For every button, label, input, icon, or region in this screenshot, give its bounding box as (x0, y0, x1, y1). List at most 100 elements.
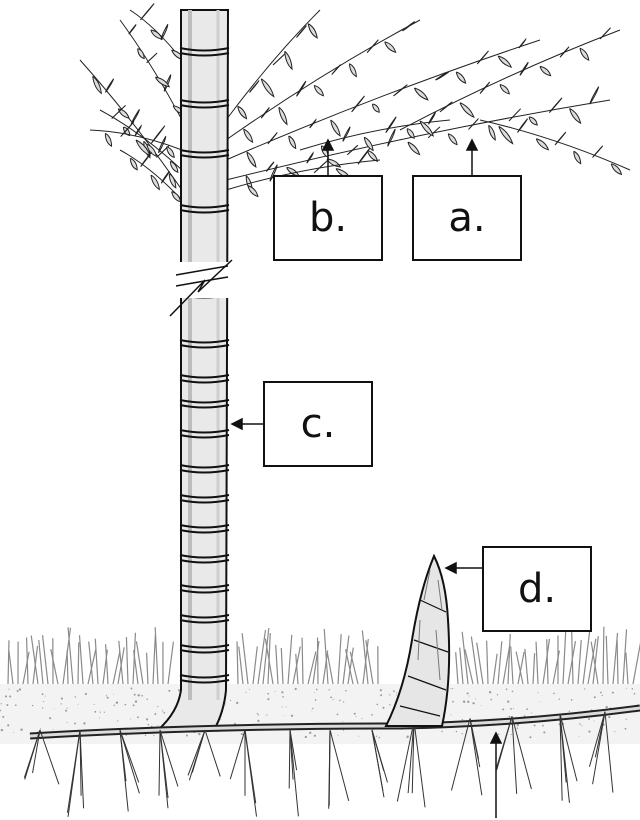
soil-grain (133, 704, 135, 706)
soil-grain (579, 723, 580, 724)
soil-grain (113, 694, 114, 695)
soil-grain (380, 694, 382, 696)
soil-grain (168, 690, 170, 692)
leaf (248, 186, 258, 197)
soil-grain (186, 735, 188, 737)
soil-grain (257, 713, 258, 714)
grass-blade (518, 652, 524, 684)
label-b-text: b. (309, 195, 347, 241)
label-box-b: b. (273, 175, 383, 261)
leaf (480, 82, 490, 94)
soil-grain (462, 719, 463, 720)
soil-grain (249, 689, 250, 690)
soil-grain (553, 693, 555, 695)
soil-grain (155, 713, 156, 714)
grass-blade (536, 642, 538, 684)
leaf (297, 26, 307, 38)
leaf (460, 103, 474, 117)
soil-grain (74, 723, 76, 725)
leaf (349, 64, 356, 77)
soil-grain (452, 701, 454, 703)
branch (100, 110, 182, 170)
soil-grain (625, 728, 627, 730)
leaf (448, 134, 457, 145)
leaf (420, 121, 433, 136)
soil-grain (481, 705, 482, 706)
leaf (549, 98, 562, 113)
soil-grain (490, 699, 492, 701)
leaf (279, 107, 287, 124)
leaf (414, 88, 427, 100)
grass-blade (460, 648, 463, 684)
grass-blade (493, 654, 497, 684)
grass-blade (633, 641, 640, 684)
soil-grain (67, 722, 68, 723)
branch (226, 40, 540, 160)
soil-grain (571, 699, 573, 701)
leaf (129, 25, 136, 35)
soil-grain (337, 714, 339, 716)
soil-grain (371, 714, 373, 716)
soil-grain (540, 702, 541, 703)
soil-grain (7, 724, 9, 726)
soil-grain (511, 734, 512, 735)
soil-grain (507, 700, 509, 702)
label-d-text: d. (518, 566, 556, 612)
soil-grain (526, 708, 528, 710)
soil-grain (606, 706, 608, 708)
leaf (261, 107, 269, 118)
soil-grain (2, 716, 4, 718)
leaf (367, 151, 377, 162)
soil-grain (43, 701, 44, 702)
leaf (590, 87, 599, 105)
grass-blade (153, 635, 155, 684)
soil-grain (17, 690, 19, 692)
grass-blade (31, 636, 38, 684)
soil-grain (396, 695, 397, 696)
soil-grain (32, 705, 33, 706)
soil-grain (382, 707, 384, 709)
leaf (343, 127, 350, 142)
soil-grain (497, 694, 498, 695)
grass-blade (362, 630, 368, 684)
grass-blade (547, 639, 548, 684)
soil-grain (510, 708, 512, 710)
soil-grain (54, 708, 55, 709)
soil-grain (345, 690, 347, 692)
soil-grain (311, 711, 312, 712)
soil-grain (83, 722, 85, 724)
soil-grain (468, 695, 469, 696)
soil-grain (506, 688, 508, 690)
soil-grain (282, 696, 284, 698)
grass-blade (253, 646, 257, 684)
leaf (385, 42, 396, 52)
soil-grain (163, 712, 165, 714)
soil-grain (75, 696, 76, 697)
soil-grain (569, 711, 570, 712)
soil-grain (138, 694, 140, 696)
soil-grain (463, 701, 465, 703)
soil-grain (134, 694, 136, 696)
soil-grain (316, 689, 318, 691)
leaf (499, 126, 513, 143)
grass-blade (288, 635, 292, 684)
soil-grain (389, 704, 390, 705)
leaf (161, 171, 169, 183)
soil-grain (236, 702, 238, 704)
soil-grain (49, 717, 51, 719)
soil-grain (332, 700, 333, 701)
soil-grain (314, 692, 315, 693)
leaf (307, 153, 313, 163)
soil-grain (358, 736, 359, 737)
grass-blade (511, 646, 513, 684)
leaf (347, 145, 358, 154)
grass-blade (578, 640, 581, 684)
soil-grain (328, 689, 329, 690)
grass-blade (563, 629, 566, 684)
grass-blade (606, 636, 608, 684)
leaf (261, 79, 274, 97)
leaf (238, 106, 247, 118)
soil-grain (343, 730, 344, 731)
grass-blade (543, 639, 549, 684)
soil-grain (258, 714, 259, 715)
